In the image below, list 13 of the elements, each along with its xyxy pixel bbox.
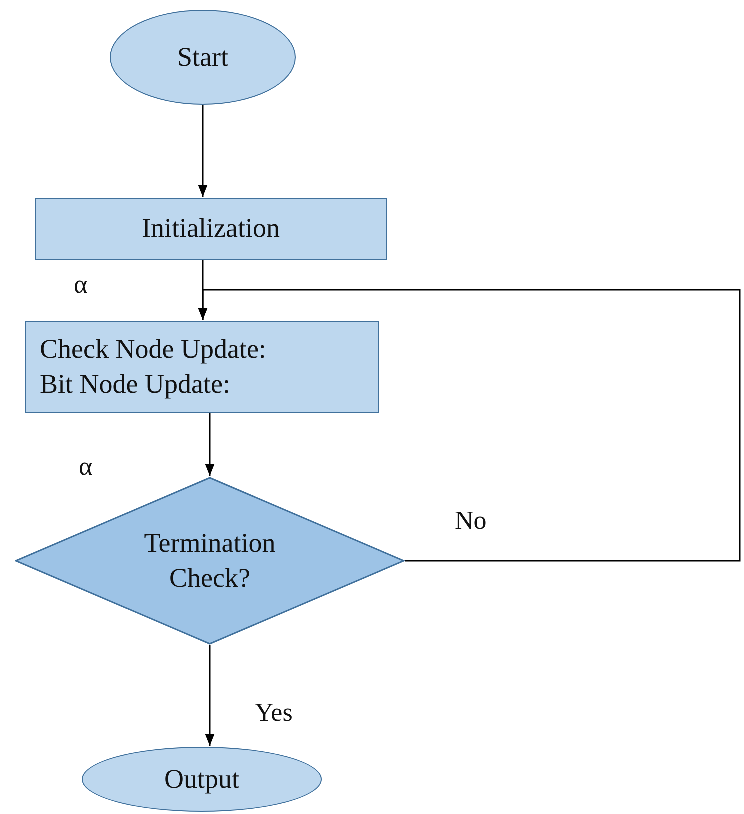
node-text: Initialization: [142, 212, 280, 246]
arrow: [205, 413, 215, 476]
process-box: [35, 198, 387, 260]
arrow: [198, 105, 208, 197]
node-text: Bit Node Update:: [40, 368, 230, 401]
arrow: [198, 289, 741, 562]
arrow: [205, 645, 215, 746]
node-text: Start: [178, 40, 228, 74]
node-text: Termination Check?: [143, 526, 277, 595]
process-box: [25, 321, 379, 413]
node-text: Check Node Update:: [40, 332, 266, 366]
node-text: Output: [164, 762, 240, 796]
decision-diamond: [15, 477, 405, 645]
